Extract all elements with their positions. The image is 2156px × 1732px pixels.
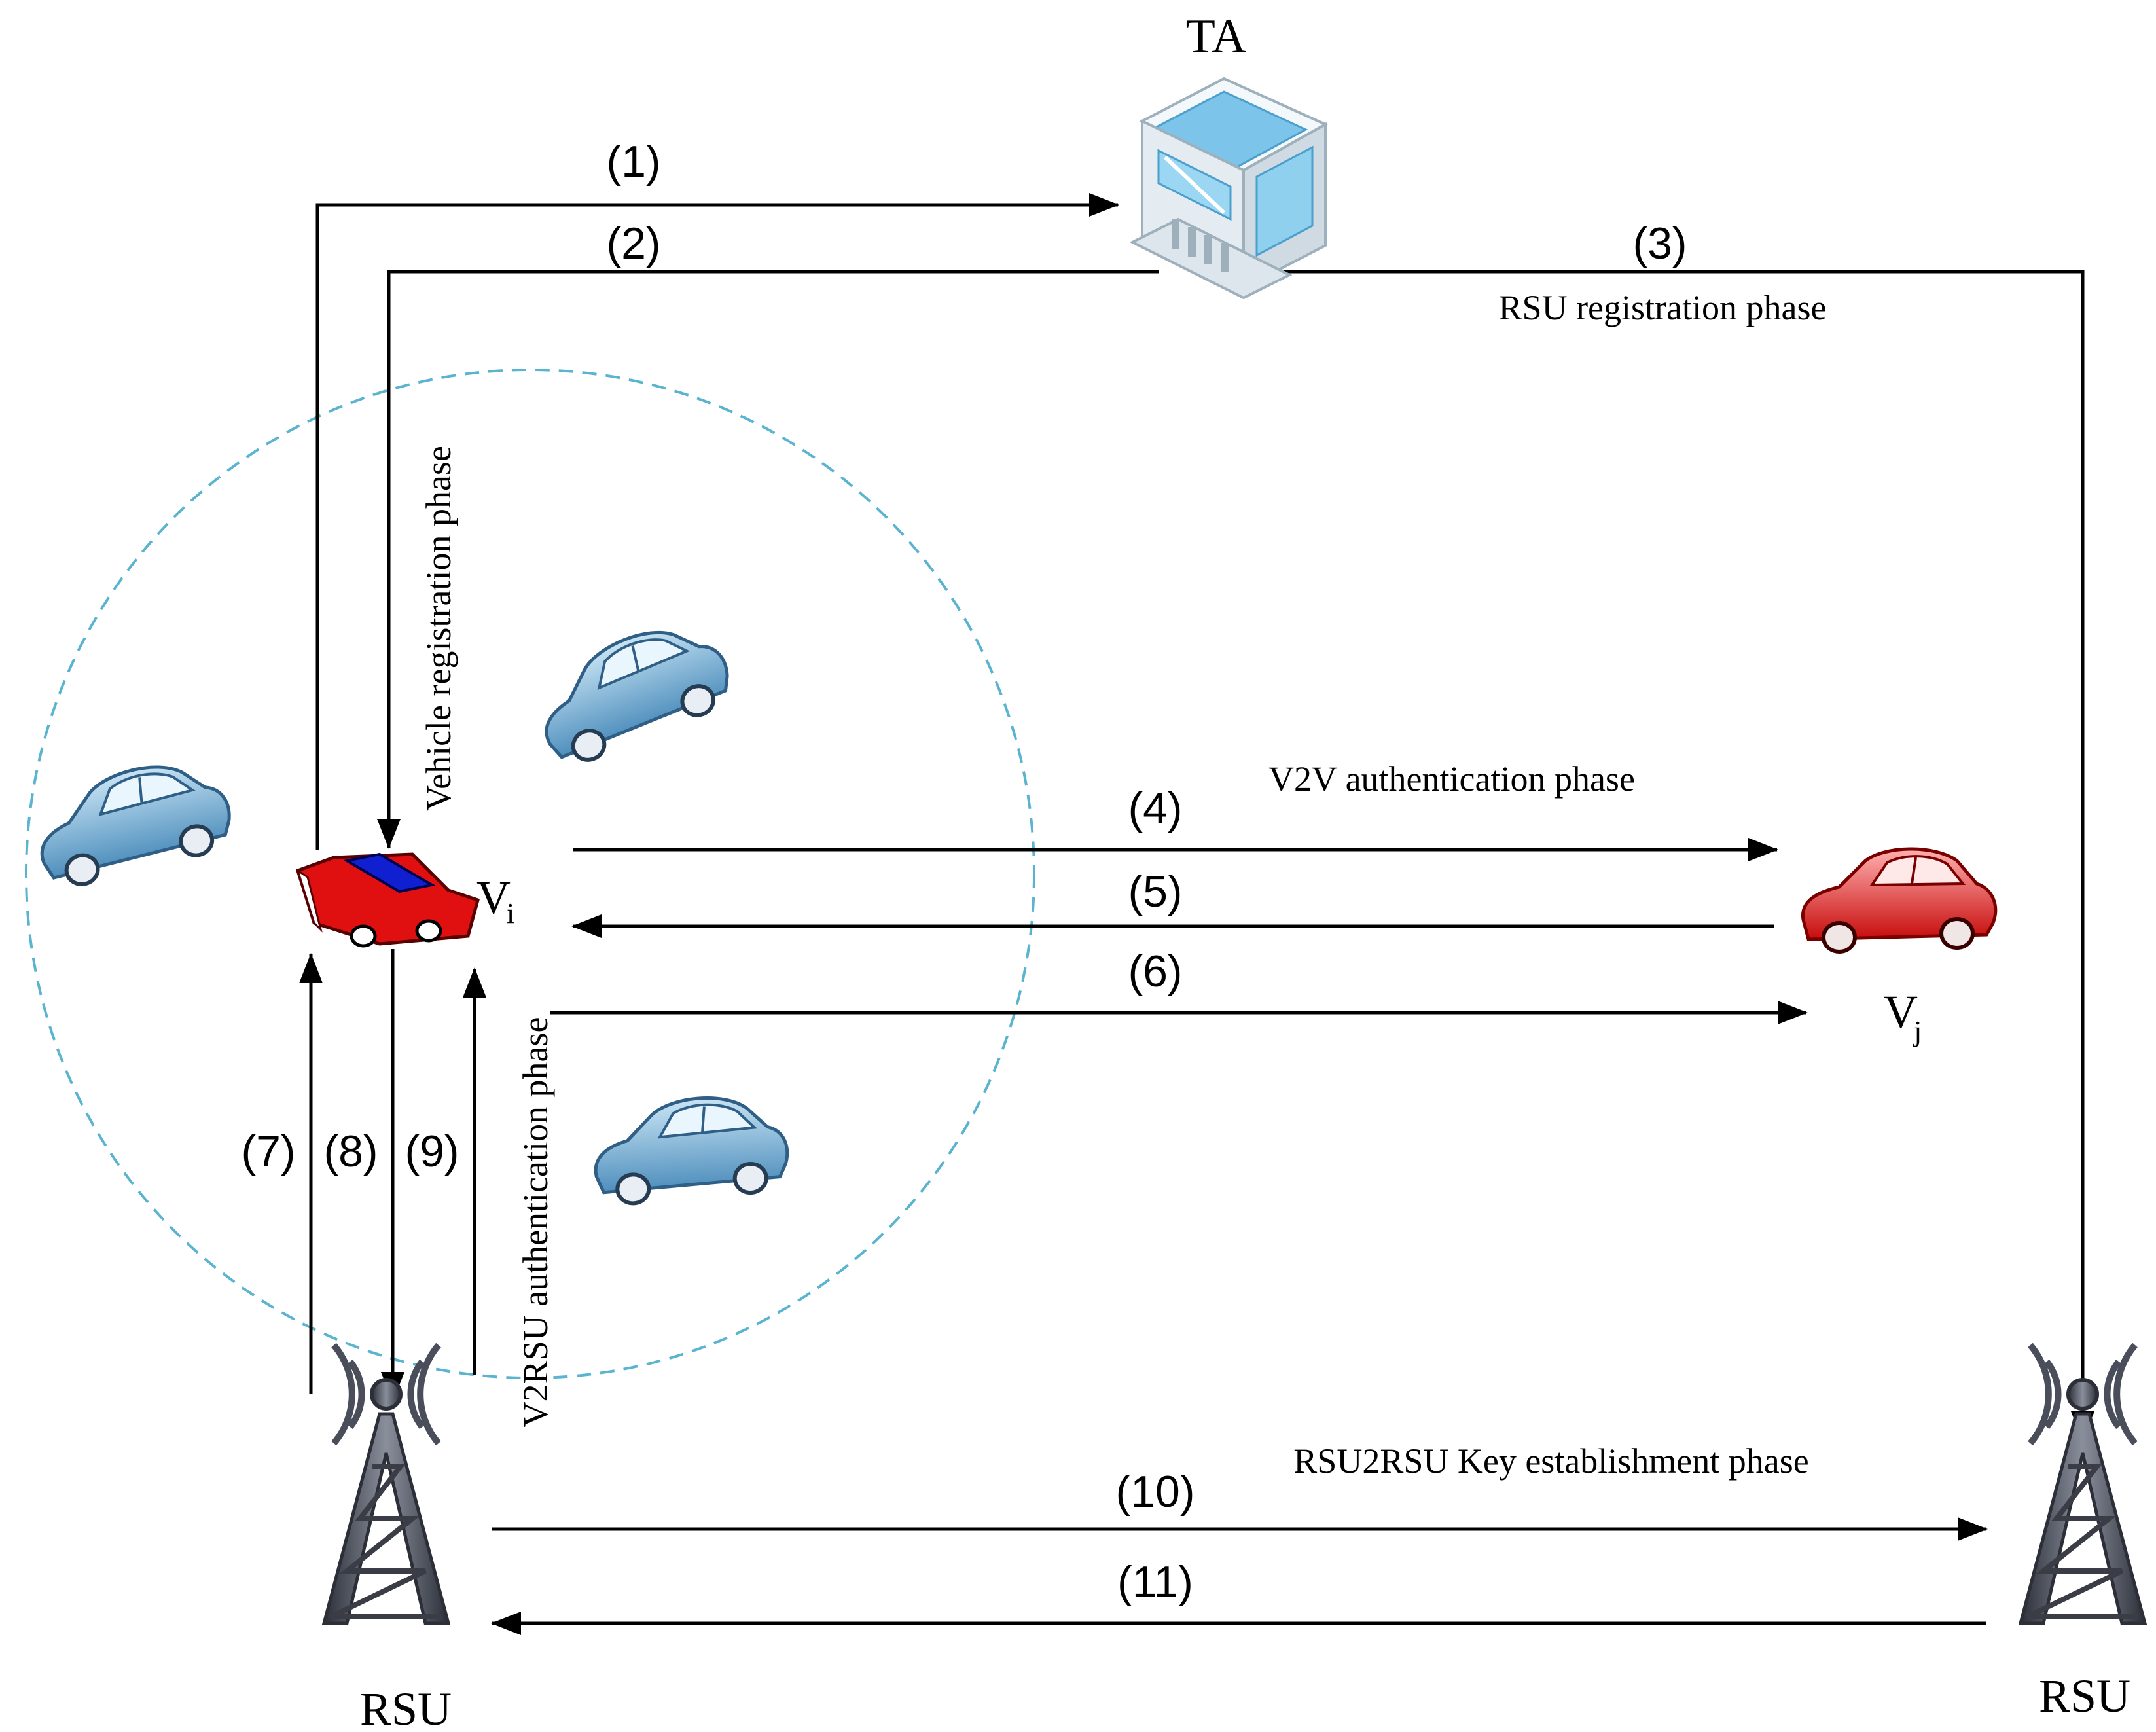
- rsu2rsu-key-phase-label: RSU2RSU Key establishment phase: [1293, 1441, 1808, 1481]
- step-5-label: (5): [1128, 867, 1182, 916]
- step-2-label: (2): [606, 219, 660, 268]
- step-8-label: (8): [323, 1127, 378, 1176]
- svg-text:V: V: [476, 871, 511, 924]
- step-7-label: (7): [241, 1127, 295, 1176]
- v2rsu-authentication-phase-label: V2RSU authentication phase: [516, 1017, 555, 1428]
- blue-car-icon: [592, 1094, 789, 1205]
- rsu-right-tower-icon: [2018, 1343, 2147, 1625]
- step-3-label: (3): [1632, 219, 1687, 268]
- arrow-step-2: [377, 270, 1159, 849]
- step-9-label: (9): [404, 1127, 459, 1176]
- vehicle-i-label: V i: [476, 871, 514, 929]
- svg-text:j: j: [1913, 1015, 1922, 1047]
- rsu-coverage-circle: [25, 369, 1035, 1379]
- step-11-label: (11): [1117, 1557, 1193, 1607]
- blue-car-icon: [525, 610, 740, 771]
- ta-server-icon: [1129, 77, 1329, 300]
- blue-car-icon: [29, 752, 238, 892]
- step-4-label: (4): [1128, 784, 1182, 833]
- step-6-label: (6): [1128, 947, 1182, 996]
- rsu-left-label: RSU: [360, 1683, 452, 1732]
- arrow-step-1: [315, 193, 1119, 850]
- step-10-label: (10): [1116, 1467, 1195, 1517]
- vehicle-i-icon: [295, 852, 480, 948]
- vehicle-registration-phase-label: Vehicle registration phase: [419, 446, 458, 811]
- svg-text:V: V: [1884, 986, 1918, 1038]
- step-1-label: (1): [606, 137, 660, 187]
- rsu-right-label: RSU: [2039, 1670, 2130, 1722]
- rsu-left-tower-icon: [321, 1343, 451, 1625]
- v2v-authentication-phase-label: V2V authentication phase: [1268, 759, 1635, 799]
- rsu-registration-phase-label: RSU registration phase: [1499, 288, 1827, 327]
- ta-label: TA: [1186, 10, 1247, 63]
- vehicle-j-icon: [1801, 847, 1998, 954]
- arrow-step-3: [1263, 270, 2094, 1441]
- vehicle-j-label: V j: [1884, 986, 1922, 1047]
- svg-text:i: i: [507, 897, 514, 929]
